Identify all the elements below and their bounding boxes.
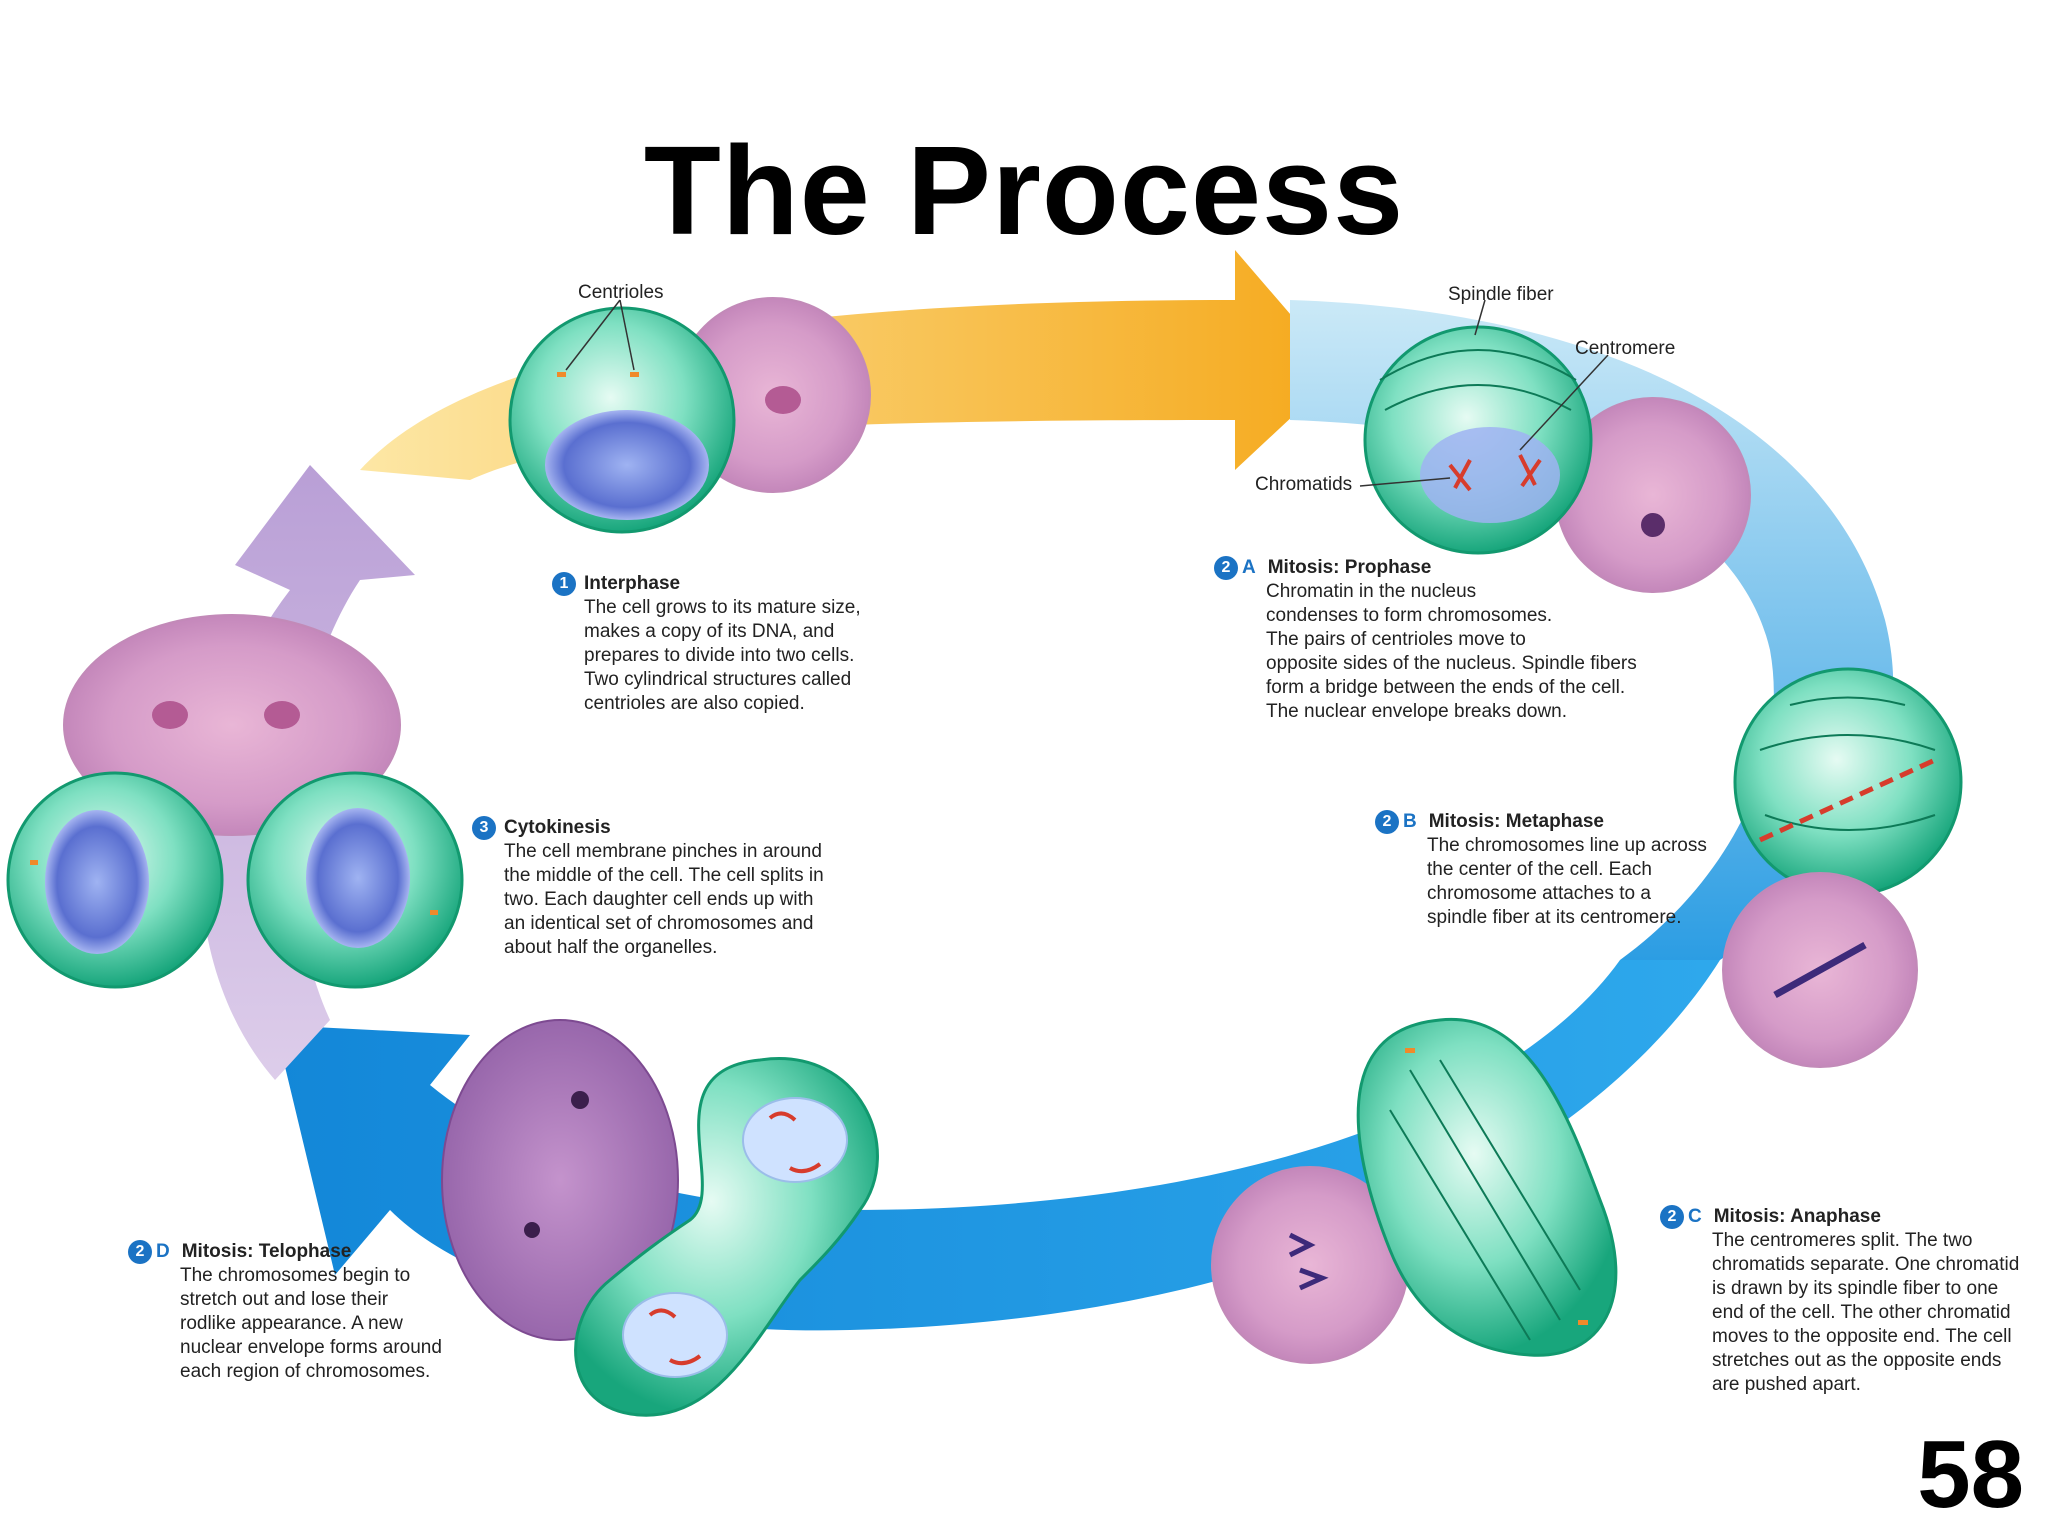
- prophase-pointers: [1359, 299, 1609, 487]
- centrioles-pointer: [565, 299, 635, 371]
- telophase-micrograph: [441, 1019, 679, 1341]
- stage-heading: Mitosis: Prophase: [1267, 557, 1432, 578]
- telophase-cell: [574, 1057, 879, 1417]
- interphase-callout: 1 Interphase The cell grows to its matur…: [552, 572, 861, 716]
- step-number-badge: 2: [1375, 810, 1399, 834]
- step-letter: C: [1688, 1206, 1702, 1227]
- interphase-cell: [508, 306, 736, 534]
- prophase-micrograph: [1555, 397, 1751, 593]
- step-number-badge: 2: [128, 1240, 152, 1264]
- metaphase-micrograph: [1722, 872, 1918, 1068]
- metaphase-cell: [1733, 667, 1963, 897]
- centrioles-label: Centrioles: [578, 282, 664, 303]
- stage-description: The centromeres split. The two chromatid…: [1712, 1230, 2020, 1395]
- stage-description: The chromosomes begin to stretch out and…: [180, 1265, 442, 1382]
- arrow-left-purple: [199, 465, 415, 1080]
- page-title: The Process: [643, 120, 1405, 261]
- step-number-badge: 3: [472, 816, 496, 840]
- step-letter: A: [1242, 557, 1256, 578]
- metaphase-callout: 2 B Mitosis: Metaphase The chromosomes l…: [1375, 810, 1707, 930]
- prophase-callout: 2 A Mitosis: Prophase Chromatin in the n…: [1214, 556, 1637, 724]
- stage-heading: Interphase: [584, 573, 681, 594]
- prophase-cell: [1363, 325, 1593, 555]
- step-letter: D: [156, 1241, 170, 1262]
- step-number-badge: 2: [1660, 1205, 1684, 1229]
- cytokinesis-callout: 3 Cytokinesis The cell membrane pinches …: [472, 816, 824, 960]
- cytokinesis-cells: [6, 771, 464, 989]
- anaphase-callout: 2 C Mitosis: Anaphase The centromeres sp…: [1660, 1205, 2020, 1397]
- stage-heading: Mitosis: Metaphase: [1428, 811, 1604, 832]
- step-letter: B: [1403, 811, 1417, 832]
- stage-description: The chromosomes line up across the cente…: [1427, 835, 1707, 928]
- stage-description: The cell grows to its mature size, makes…: [584, 597, 861, 714]
- anaphase-cell: [1356, 1017, 1618, 1357]
- stage-heading: Cytokinesis: [504, 817, 611, 838]
- step-number-badge: 2: [1214, 556, 1238, 580]
- step-number-badge: 1: [552, 572, 576, 596]
- stage-description: Chromatin in the nucleus condenses to fo…: [1266, 581, 1637, 722]
- stage-heading: Mitosis: Anaphase: [1713, 1206, 1881, 1227]
- centromere-label: Centromere: [1575, 338, 1676, 359]
- stage-description: The cell membrane pinches in around the …: [504, 841, 824, 958]
- chromatids-label: Chromatids: [1255, 474, 1353, 495]
- stage-heading: Mitosis: Telophase: [181, 1241, 352, 1262]
- telophase-callout: 2 D Mitosis: Telophase The chromosomes b…: [128, 1240, 442, 1384]
- spindle-fiber-label: Spindle fiber: [1448, 284, 1554, 305]
- page-number: 58: [1917, 1421, 2024, 1528]
